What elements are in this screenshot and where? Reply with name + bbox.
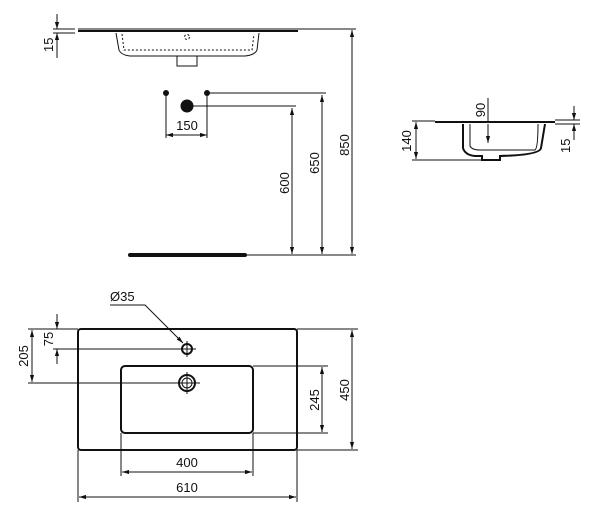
dim-supply-height: 650 xyxy=(307,152,322,174)
dim-tap-spacing: 150 xyxy=(176,118,198,133)
rim-dim-lines xyxy=(53,14,75,58)
side-view: 140 90 15 xyxy=(399,98,580,161)
dim-side-rim: 15 xyxy=(558,139,573,153)
waste-outlet xyxy=(176,56,198,67)
top-view: Ø35 75 205 245 450 400 610 xyxy=(16,289,358,502)
bowl-outline xyxy=(120,365,254,434)
side-bowl xyxy=(462,123,546,161)
dim-width: 610 xyxy=(176,480,198,495)
dim-waste-height: 600 xyxy=(277,172,292,194)
dim-rim-front: 15 xyxy=(41,38,56,52)
dim-waste-offset: 205 xyxy=(16,345,31,367)
dim-side-depth: 90 xyxy=(473,103,488,117)
basin-outline xyxy=(77,328,298,451)
dim-total-height: 850 xyxy=(337,134,352,156)
tap-hole-hidden xyxy=(184,34,190,40)
dim-depth: 450 xyxy=(337,379,352,401)
dim-bowl-width: 400 xyxy=(176,455,198,470)
basin-bowl-section xyxy=(78,28,298,57)
dim-bowl-depth: 245 xyxy=(307,389,322,411)
front-view: 15 150 600 650 850 xyxy=(41,14,356,257)
dim-tap-offset: 75 xyxy=(41,332,56,346)
tap-hole-leader xyxy=(110,304,184,344)
dim-side-height: 140 xyxy=(399,130,414,152)
dim-tap-hole: Ø35 xyxy=(110,289,135,304)
bowl-inner-hidden-line xyxy=(121,33,255,51)
